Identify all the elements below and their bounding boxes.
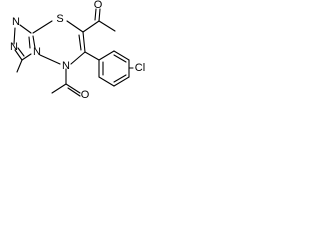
bond-c-aryl-ipso [84, 51, 100, 61]
bond-ring-5 [113, 50, 130, 61]
thiadiazine-ring [32, 20, 86, 65]
bond-n-bottom-c-fused [32, 35, 36, 49]
bond-carbonyl-o-top-double [94, 8, 97, 21]
bond-ring-6 [98, 50, 115, 61]
atom-n-top: N [12, 16, 20, 28]
triazole-ring [13, 24, 36, 73]
bond-s-c-acetyl [66, 20, 84, 33]
bond-carbonyl-methyl-bottom [51, 83, 67, 94]
atom-n-ring: N [62, 60, 70, 72]
bond-ring-3-double [113, 74, 127, 83]
bond-c-fused-s [32, 20, 53, 34]
bond-methyl [16, 59, 23, 73]
bond-n-top-c-fused [19, 24, 32, 34]
chemical-structure: N N N S O N O Cl [10, 0, 145, 101]
bond-ring-5-double [113, 54, 127, 63]
atom-cl: Cl [135, 62, 145, 74]
atom-o-top: O [94, 0, 103, 11]
bond-c-acetyl-c-aryl-double [78, 34, 82, 51]
chlorophenyl-ring [84, 50, 134, 87]
acetyl-bottom [51, 68, 81, 97]
bond-carbonyl-o-top [98, 8, 101, 22]
atom-labels: N N N S O N O Cl [10, 0, 145, 101]
atom-o-bottom: O [81, 89, 90, 101]
acetyl-top [82, 8, 116, 33]
bond-ring-2 [98, 76, 115, 87]
bond-ring-3 [113, 76, 130, 87]
bond-c-aryl-n-ring [70, 51, 86, 65]
bond-n-top-n-mid [13, 27, 16, 45]
structure-canvas: N N N S O N O Cl [0, 0, 148, 103]
bond-c-methyl-n-bottom [21, 53, 32, 61]
bond-c-acetyl-c-aryl [82, 31, 86, 53]
bond-c-acetyl-carbonyl [82, 20, 100, 33]
bond-n-ring-n-bottom [39, 54, 61, 65]
bond-n-mid-c-methyl [14, 49, 23, 61]
bond-carbonyl-o-bottom-double [67, 87, 81, 97]
bond-carbonyl-o-bottom [65, 83, 81, 94]
bond-n-mid-c-methyl-double [17, 47, 25, 57]
bond-carbonyl-methyl-top [98, 20, 116, 32]
atom-n-bottom: N [33, 46, 41, 58]
atom-s: S [56, 13, 63, 25]
bond-c-fused-double [28, 36, 31, 49]
atom-n-mid: N [10, 41, 18, 53]
